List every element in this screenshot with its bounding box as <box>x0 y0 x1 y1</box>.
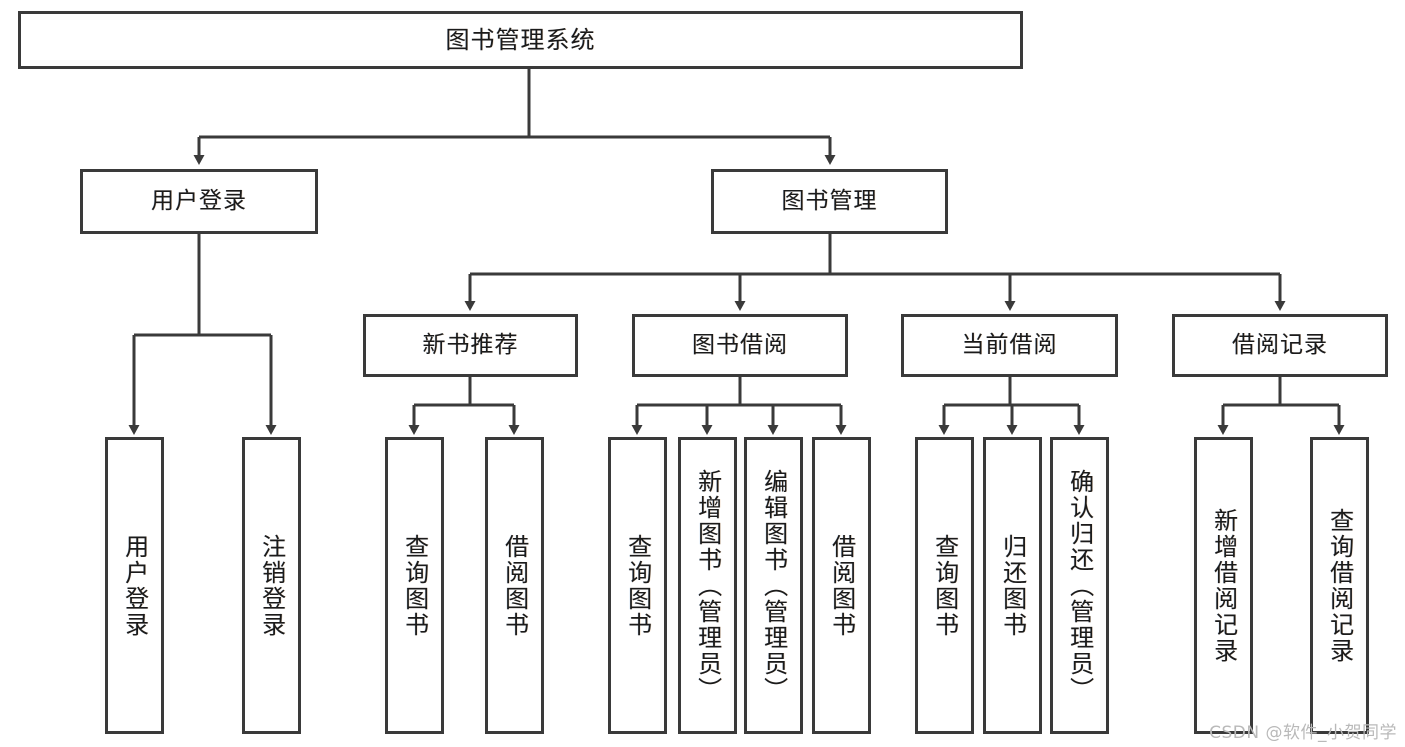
node-user-login-label: 用户登录 <box>151 188 247 215</box>
leaf-user-login-signin-label: 用户登录 <box>120 533 149 638</box>
leaf-new-book-query-label: 查询图书 <box>400 533 429 638</box>
node-new-book-recommend[interactable]: 新书推荐 <box>363 314 578 377</box>
node-book-management-label: 图书管理 <box>781 188 878 215</box>
leaf-user-login-signout-label: 注销登录 <box>257 533 286 638</box>
node-borrow-record[interactable]: 借阅记录 <box>1172 314 1388 377</box>
node-book-borrow-label: 图书借阅 <box>692 332 788 359</box>
leaf-borrow-record-query-label: 查询借阅记录 <box>1325 507 1354 664</box>
node-book-borrow[interactable]: 图书借阅 <box>632 314 848 377</box>
node-user-login[interactable]: 用户登录 <box>80 169 318 234</box>
leaf-borrow-record-add[interactable]: 新增借阅记录 <box>1194 437 1253 734</box>
leaf-current-borrow-confirm-label: 确认归还（管理员） <box>1065 468 1094 703</box>
node-new-book-recommend-label: 新书推荐 <box>422 332 519 359</box>
leaf-current-borrow-confirm[interactable]: 确认归还（管理员） <box>1050 437 1109 734</box>
leaf-user-login-signout[interactable]: 注销登录 <box>242 437 301 734</box>
leaf-book-borrow-edit[interactable]: 编辑图书（管理员） <box>744 437 803 734</box>
node-root[interactable]: 图书管理系统 <box>18 11 1023 69</box>
node-book-management[interactable]: 图书管理 <box>711 169 948 234</box>
leaf-book-borrow-query-label: 查询图书 <box>623 533 652 638</box>
leaf-current-borrow-query[interactable]: 查询图书 <box>915 437 974 734</box>
leaf-borrow-record-query[interactable]: 查询借阅记录 <box>1310 437 1369 734</box>
leaf-book-borrow-edit-label: 编辑图书（管理员） <box>759 468 788 703</box>
leaf-book-borrow-lend-label: 借阅图书 <box>827 533 856 638</box>
leaf-book-borrow-add[interactable]: 新增图书（管理员） <box>678 437 737 734</box>
leaf-new-book-borrow[interactable]: 借阅图书 <box>485 437 544 734</box>
leaf-user-login-signin[interactable]: 用户登录 <box>105 437 164 734</box>
leaf-current-borrow-return[interactable]: 归还图书 <box>983 437 1042 734</box>
node-borrow-record-label: 借阅记录 <box>1232 332 1328 359</box>
csdn-watermark: CSDN @软件_小贺同学 <box>1209 723 1397 743</box>
leaf-new-book-query[interactable]: 查询图书 <box>385 437 444 734</box>
node-root-label: 图书管理系统 <box>445 26 596 54</box>
leaf-current-borrow-return-label: 归还图书 <box>998 533 1027 638</box>
leaf-current-borrow-query-label: 查询图书 <box>930 533 959 638</box>
leaf-borrow-record-add-label: 新增借阅记录 <box>1209 507 1238 664</box>
leaf-book-borrow-lend[interactable]: 借阅图书 <box>812 437 871 734</box>
node-current-borrow-label: 当前借阅 <box>961 332 1058 359</box>
node-current-borrow[interactable]: 当前借阅 <box>901 314 1118 377</box>
leaf-book-borrow-add-label: 新增图书（管理员） <box>693 468 722 703</box>
leaf-book-borrow-query[interactable]: 查询图书 <box>608 437 667 734</box>
leaf-new-book-borrow-label: 借阅图书 <box>500 533 529 638</box>
